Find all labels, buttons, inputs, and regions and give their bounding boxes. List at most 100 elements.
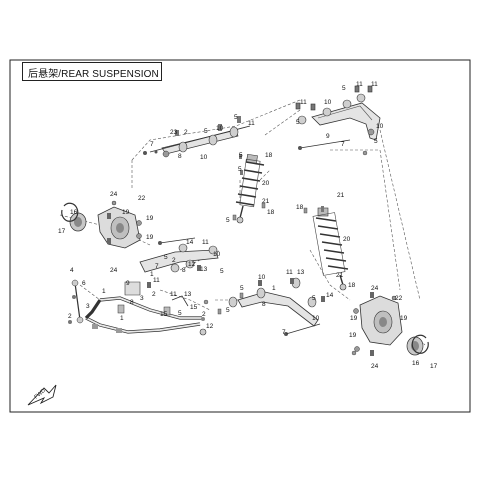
callout-13: 13	[200, 266, 208, 273]
callout-5c: 5	[239, 152, 243, 159]
callout-5k: 5	[374, 138, 378, 145]
left-hub-bearing	[61, 202, 87, 232]
callout-5m: 5	[226, 307, 230, 314]
callout-1d: 1	[272, 285, 276, 292]
shock-absorber-left	[235, 154, 265, 224]
callout-18d: 18	[348, 282, 356, 289]
upper-arm-left-hardware	[143, 116, 251, 175]
callout-10a: 10	[216, 125, 224, 132]
callout-5a: 5	[204, 128, 208, 135]
callout-16a: 16	[70, 209, 78, 216]
callout-11g: 11	[371, 81, 378, 88]
upper-bushings-right	[295, 85, 373, 125]
callout-12: 12	[188, 261, 196, 268]
callout-11f: 11	[356, 81, 363, 88]
callout-24d: 24	[371, 363, 379, 370]
callout-7d: 7	[282, 329, 286, 336]
callout-2d: 2	[152, 291, 156, 298]
callout-12b: 12	[206, 323, 214, 330]
callout-11a: 11	[248, 120, 255, 127]
callout-11c: 11	[153, 277, 160, 284]
callout-19c: 19	[146, 234, 154, 241]
callout-7: 7	[150, 141, 154, 148]
callout-5l: 5	[240, 285, 244, 292]
callout-5d: 5	[238, 166, 242, 173]
callout-21b: 21	[337, 192, 345, 199]
callout-13b: 13	[184, 291, 192, 298]
callout-5g: 5	[220, 268, 224, 275]
callout-24c: 24	[371, 285, 379, 292]
shock-absorber-right	[312, 206, 349, 291]
callout-1c: 1	[150, 271, 154, 278]
callout-14b: 14	[326, 292, 334, 299]
callout-13c: 13	[297, 269, 305, 276]
outer-border	[9, 59, 471, 413]
callout-15a: 15	[190, 304, 198, 311]
fwd-arrow-icon: FWD	[27, 384, 57, 406]
callout-11b: 11	[202, 239, 209, 246]
callout-11h: 11	[286, 269, 293, 276]
callout-7b: 7	[155, 263, 159, 270]
callout-19e: 19	[349, 332, 357, 339]
callout-8c: 8	[130, 299, 134, 306]
callout-10b: 10	[200, 154, 208, 161]
callout-18c: 18	[296, 204, 304, 211]
callout-5h: 5	[178, 310, 182, 317]
callout-2b: 2	[172, 257, 176, 264]
diagram-title: 后悬架/REAR SUSPENSION	[28, 69, 159, 80]
callout-23: 23	[170, 129, 178, 136]
right-hub-bearing	[406, 334, 429, 356]
callout-5n: 5	[312, 295, 316, 302]
callout-10g: 10	[312, 315, 320, 322]
callout-19f: 19	[400, 315, 408, 322]
lower-arm-right	[228, 277, 325, 336]
callout-15b: 15	[160, 311, 168, 318]
stabilizer-bar	[84, 281, 207, 336]
callout-numbers: 7 23 2 5 5 11 10 8 10 5 18 5 22 24 19 19…	[58, 81, 438, 370]
left-knuckle	[97, 200, 142, 249]
lower-arm-left	[139, 237, 219, 288]
callout-11d: 11	[170, 291, 177, 298]
callout-3a: 3	[86, 303, 90, 310]
callout-11e: 11	[300, 99, 307, 106]
callout-10c: 10	[213, 251, 221, 258]
callout-1b: 1	[120, 315, 124, 322]
callout-22: 22	[138, 195, 146, 202]
callout-20b: 20	[343, 236, 351, 243]
callout-24b: 24	[110, 267, 118, 274]
misc-nuts	[203, 150, 368, 356]
callout-10e: 10	[376, 123, 384, 130]
callout-19a: 19	[122, 209, 130, 216]
stabilizer-link-left	[68, 279, 122, 333]
upper-a-arm-right	[311, 102, 381, 141]
callout-5f: 5	[164, 254, 168, 261]
right-knuckle	[353, 292, 403, 356]
callout-18b: 18	[267, 209, 275, 216]
callout-24a: 24	[110, 191, 118, 198]
callout-3b: 3	[140, 295, 144, 302]
callout-7c: 7	[341, 141, 345, 148]
callout-9a: 9	[126, 280, 130, 287]
callout-14a: 14	[186, 239, 194, 246]
callout-5b: 5	[234, 114, 238, 121]
callout-2e: 2	[202, 311, 206, 318]
callout-6: 6	[82, 280, 86, 287]
callout-2c: 2	[68, 313, 72, 320]
callout-10d: 10	[324, 99, 332, 106]
callout-8d: 8	[262, 301, 266, 308]
callout-5j: 5	[342, 85, 346, 92]
callout-21c: 21	[336, 272, 344, 279]
callout-19b: 19	[146, 215, 154, 222]
callout-5e: 5	[226, 217, 230, 224]
callout-9b: 9	[326, 133, 330, 140]
callout-2: 2	[184, 129, 188, 136]
callout-19d: 19	[350, 315, 358, 322]
callout-8b: 8	[182, 267, 186, 274]
callout-5i: 5	[296, 119, 300, 126]
callout-22b: 22	[395, 295, 403, 302]
callout-17b: 17	[430, 363, 438, 370]
callout-18a: 18	[265, 152, 273, 159]
callout-20a: 20	[262, 180, 270, 187]
